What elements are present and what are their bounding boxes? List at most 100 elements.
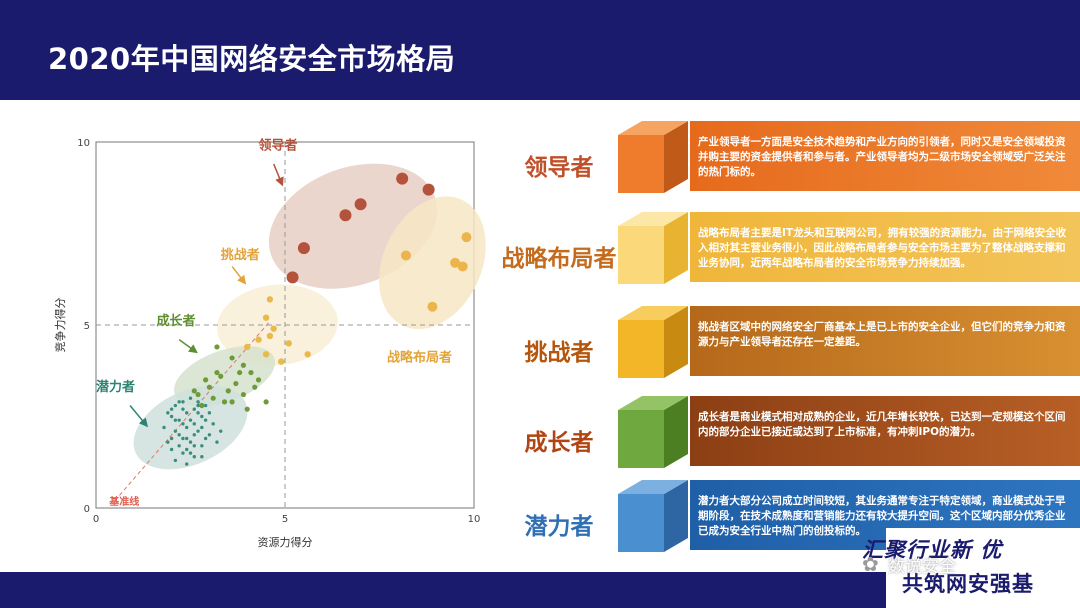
point-4-13 xyxy=(192,455,196,459)
category-desc-text-4: 潜力者大部分公司成立时间较短，其业务通常专注于特定领域，商业模式处于早期阶段，在… xyxy=(698,495,1066,537)
point-3-18 xyxy=(214,369,220,376)
point-2-8 xyxy=(262,351,270,358)
point-4-3 xyxy=(185,425,189,430)
point-4-43 xyxy=(185,462,189,466)
cube-top-1 xyxy=(618,212,688,226)
point-4-31 xyxy=(200,425,204,430)
point-1-4 xyxy=(427,301,438,312)
y-tick-2: 10 xyxy=(77,138,90,149)
cube-front-3 xyxy=(618,410,664,468)
cube-front-0 xyxy=(618,135,664,193)
point-2-1 xyxy=(262,314,270,321)
point-0-2 xyxy=(354,198,367,211)
page-title: 2020年中国网络安全市场格局 xyxy=(48,42,456,76)
annotation-arrow-0 xyxy=(272,163,284,187)
annotation-0: 领导者 xyxy=(259,137,298,153)
annotation-2: 成长者 xyxy=(156,313,195,329)
diagonal-baseline xyxy=(114,321,271,502)
point-3-4 xyxy=(218,373,224,379)
point-4-29 xyxy=(177,400,181,404)
point-4-5 xyxy=(192,407,196,411)
footer-logo-area xyxy=(886,528,1080,608)
x-tick-1: 5 xyxy=(282,514,288,525)
point-4-9 xyxy=(196,429,200,433)
point-4-17 xyxy=(177,444,181,448)
point-0-1 xyxy=(339,209,352,222)
y-axis-label: 竞争力得分 xyxy=(53,298,67,353)
point-4-0 xyxy=(166,411,170,415)
point-0-5 xyxy=(286,271,299,284)
point-4-46 xyxy=(169,407,174,411)
category-desc-panel-2 xyxy=(690,306,1080,376)
point-0-4 xyxy=(422,183,435,196)
category-desc-text-3: 成长者是商业模式相对成熟的企业，近几年增长较快，已达到一定规模这个区间内的部分企… xyxy=(698,411,1066,438)
point-0-3 xyxy=(396,172,409,185)
strategic-region xyxy=(379,196,486,330)
category-label-1: 战略布局者 xyxy=(501,246,617,272)
point-3-6 xyxy=(203,377,209,383)
cube-side-2 xyxy=(664,306,688,378)
point-4-16 xyxy=(162,425,166,430)
y-tick-0: 0 xyxy=(84,504,90,515)
point-2-4 xyxy=(255,336,262,343)
point-4-19 xyxy=(211,422,215,426)
point-4-37 xyxy=(181,407,185,411)
point-3-8 xyxy=(225,388,231,394)
cube-top-0 xyxy=(618,121,688,135)
point-4-35 xyxy=(166,440,170,444)
annotation-1: 挑战者 xyxy=(221,247,260,263)
point-4-45 xyxy=(219,429,223,433)
point-2-2 xyxy=(270,325,277,332)
category-desc-panel-0 xyxy=(690,121,1080,191)
category-desc-text-0: 产业领导者一方面是安全技术趋势和产业方向的引领者，同时又是安全领域投资并购主要的… xyxy=(698,136,1066,178)
point-3-12 xyxy=(255,377,262,383)
cube-front-1 xyxy=(618,226,664,284)
point-4-49 xyxy=(203,403,208,408)
point-4-22 xyxy=(196,400,200,404)
point-1-0 xyxy=(461,232,472,243)
point-3-19 xyxy=(237,369,243,376)
point-4-25 xyxy=(203,436,208,441)
point-4-41 xyxy=(200,455,204,459)
point-4-8 xyxy=(188,440,193,444)
point-3-7 xyxy=(252,384,258,390)
annotation-3: 潜力者 xyxy=(96,379,135,395)
point-2-6 xyxy=(285,340,292,347)
cube-side-1 xyxy=(664,212,688,284)
category-desc-panel-3 xyxy=(690,396,1080,466)
point-3-5 xyxy=(233,380,239,387)
point-3-13 xyxy=(206,384,212,390)
point-3-15 xyxy=(199,402,205,409)
y-tick-1: 5 xyxy=(84,321,90,332)
x-tick-0: 0 xyxy=(93,514,99,525)
annotation-arrow-2 xyxy=(178,339,198,354)
category-cube-2 xyxy=(618,306,688,378)
category-label-0: 领导者 xyxy=(524,155,594,181)
point-2-5 xyxy=(244,343,251,351)
point-4-39 xyxy=(177,418,181,422)
cube-front-2 xyxy=(618,320,664,378)
annotation-arrow-3 xyxy=(129,405,149,428)
cube-side-0 xyxy=(664,121,688,193)
cube-front-4 xyxy=(618,494,664,552)
point-3-3 xyxy=(248,369,254,376)
point-4-48 xyxy=(181,436,185,441)
x-tick-2: 10 xyxy=(468,514,481,525)
category-desc-text-2: 挑战者区域中的网络安全厂商基本上是已上市的安全企业，但它们的竞争力和资源力与产业… xyxy=(698,321,1066,348)
point-4-42 xyxy=(173,458,178,463)
cube-top-2 xyxy=(618,306,688,320)
point-4-20 xyxy=(188,396,193,400)
point-4-12 xyxy=(181,451,185,455)
point-4-24 xyxy=(192,433,196,437)
logo-slogan-line2: 共筑网安强基 xyxy=(902,572,1034,596)
category-label-2: 挑战者 xyxy=(524,340,594,366)
point-2-7 xyxy=(304,351,311,358)
point-3-17 xyxy=(244,406,250,412)
point-4-36 xyxy=(192,422,196,426)
point-0-0 xyxy=(297,242,310,255)
category-cube-3 xyxy=(618,396,688,468)
point-3-21 xyxy=(263,399,269,405)
point-4-32 xyxy=(173,429,178,433)
point-4-21 xyxy=(169,414,174,419)
